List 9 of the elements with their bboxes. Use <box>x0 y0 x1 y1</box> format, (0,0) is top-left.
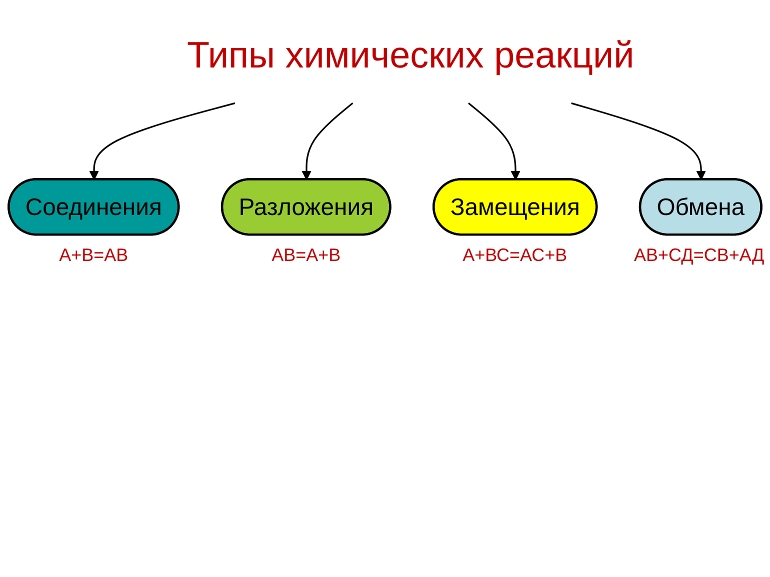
node-text: Типы химических реакций <box>186 34 634 76</box>
formula-text: А+ВС=АС+В <box>462 244 568 266</box>
arrow <box>468 102 520 180</box>
formula-text: А+В=АВ <box>59 244 128 266</box>
arrow <box>89 102 236 180</box>
formula-text: АВ=А+В <box>272 244 341 266</box>
arrow <box>302 102 354 180</box>
formula-text: АВ+СД=СВ+АД <box>634 244 764 266</box>
arrow <box>571 102 706 180</box>
